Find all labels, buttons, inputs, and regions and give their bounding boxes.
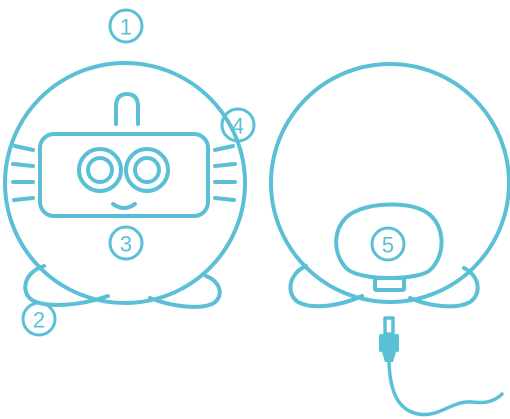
callout-3-label: 3 (120, 232, 132, 257)
callout-5-label: 5 (382, 233, 394, 258)
callout-1: 1 (110, 10, 142, 42)
back-body-circle (271, 64, 509, 302)
robot-front-view (5, 63, 245, 307)
callout-4: 4 (222, 109, 254, 141)
left-eye-inner (88, 158, 112, 182)
callout-2-label: 2 (33, 308, 45, 333)
left-eye-outer (79, 149, 121, 191)
right-eye-inner (135, 158, 159, 182)
head-button (116, 94, 138, 124)
charging-port (375, 278, 404, 290)
callout-4-label: 4 (232, 114, 244, 139)
right-eye-outer (126, 149, 168, 191)
callout-2: 2 (23, 303, 55, 335)
usb-plug (379, 318, 399, 362)
smile (113, 204, 135, 208)
right-speaker-lines (215, 146, 235, 200)
callout-3: 3 (110, 227, 142, 259)
face-screen (40, 134, 208, 216)
usb-cable (389, 362, 502, 415)
left-speaker-lines (13, 146, 33, 200)
front-right-foot (150, 276, 220, 307)
callout-5: 5 (372, 228, 404, 260)
callout-1-label: 1 (120, 15, 132, 40)
